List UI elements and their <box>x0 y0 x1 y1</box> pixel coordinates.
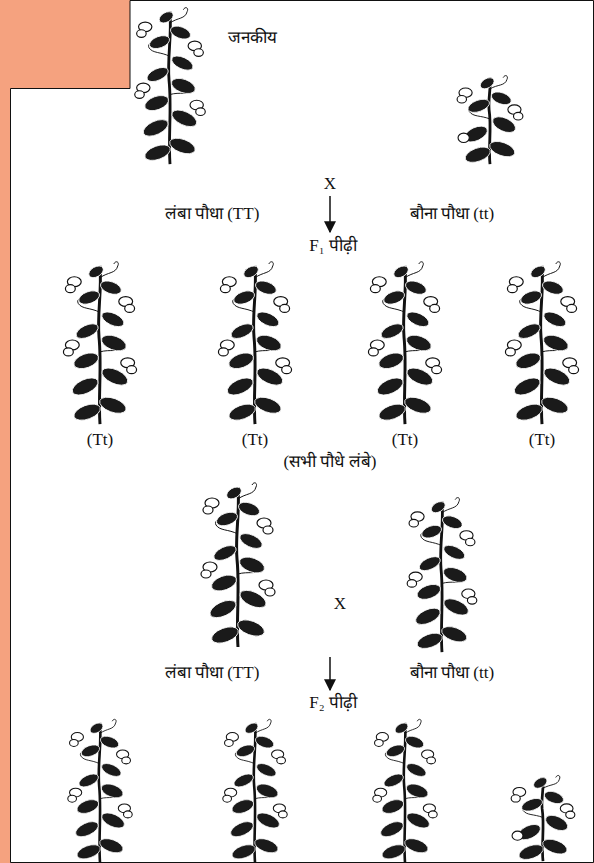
label-text: बौना पौधा (tt) <box>410 663 494 683</box>
label-text: लंबा पौधा (TT) <box>165 204 260 224</box>
label-text: लंबा पौधा (TT) <box>165 663 260 683</box>
tall-plant <box>201 483 275 647</box>
label-text: जनकीय <box>228 28 277 48</box>
tall-plant <box>407 498 477 653</box>
tall-plant <box>63 262 136 424</box>
label-text: बौना पौधा (tt) <box>410 204 494 224</box>
tall-plant <box>505 262 578 424</box>
tall-plant <box>68 719 132 862</box>
label-text: X <box>334 594 346 614</box>
label-text: (Tt) <box>529 430 555 450</box>
label-text: (Tt) <box>242 430 268 450</box>
tall-plant <box>135 8 206 164</box>
tall-plant <box>223 719 287 862</box>
dwarf-plant <box>457 75 523 165</box>
label-text: (Tt) <box>392 430 418 450</box>
cross-arrow <box>329 657 331 690</box>
label-text: F₂ पीढ़ी <box>309 693 357 713</box>
tall-plant <box>373 719 437 862</box>
dwarf-plant <box>511 775 575 862</box>
tall-plant <box>218 262 291 424</box>
label-text: (सभी पौधे लंबे) <box>284 452 377 472</box>
panel-border <box>11 1 594 863</box>
label-text: (Tt) <box>87 430 113 450</box>
label-text: X <box>324 174 336 194</box>
tall-plant <box>368 262 441 424</box>
cross-arrow <box>329 196 331 232</box>
label-text: F₁ पीढ़ी <box>309 236 357 256</box>
